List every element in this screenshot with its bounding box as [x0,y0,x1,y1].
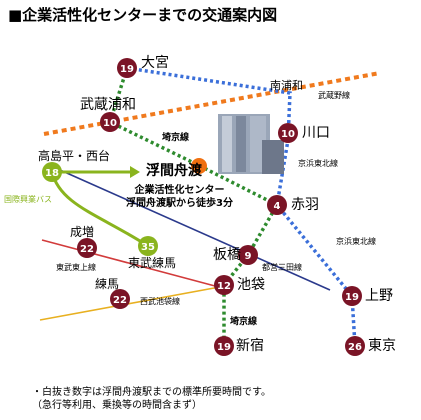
station-ikebukuro-label: 池袋 [237,277,265,293]
line-label-keihin-tohoku-1: 京浜東北線 [298,159,338,168]
line-label-seibu-ikebukuro: 西武池袋線 [140,297,180,306]
line-label-musashino: 武蔵野線 [318,91,350,100]
station-ukimafunado-label: 浮間舟渡 [146,163,202,179]
line-label-keihin-tohoku-2: 京浜東北線 [336,237,376,246]
toei-mita-line [59,169,331,291]
station-nerima-label: 練馬 [95,277,120,291]
bus-route-curve [50,171,149,248]
station-narimasu-label: 成増 [70,225,95,239]
line-label-tobu-tojo: 東武東上線 [56,263,96,272]
page-title: ■企業活性化センターまでの交通案内図 [8,6,278,24]
bus-arrow [130,166,140,178]
station-ueno-label: 上野 [365,288,393,304]
station-shinjuku-label: 新宿 [236,338,264,354]
line-label-bus: 国際興業バス [4,195,52,204]
tobu-tojo-line [41,239,231,291]
line-label-saikyo-lower: 埼京線 [230,317,258,327]
station-musashi-urawa-label: 武蔵浦和 [80,97,136,113]
footnote: ・白抜き数字は浮間舟渡駅までの標準所要時間です。 （急行等利用、乗換等の時間含ま… [32,387,271,411]
line-label-toei-mita: 都営三田線 [262,263,302,272]
building-illustration [218,114,284,174]
station-akabane-label: 赤羽 [291,197,319,213]
line-label-saikyo: 埼京線 [162,133,190,143]
destination-label: 企業活性化センター 浮間舟渡駅から徒歩3分 [126,185,233,209]
station-minami-urawa-label: 南浦和 [270,79,303,92]
seibu-ikebukuro-line [39,285,226,321]
station-takashimadaira-label: 高島平・西台 [38,149,111,163]
destination-marker [191,158,207,174]
station-omiya-label: 大宮 [141,55,169,71]
station-itabashi-label: 板橋 [213,247,241,263]
station-tokyo-label: 東京 [368,338,396,354]
station-kawaguchi-label: 川口 [302,125,330,141]
station-higashimusashi-nerima-label: 東武練馬 [128,256,177,270]
